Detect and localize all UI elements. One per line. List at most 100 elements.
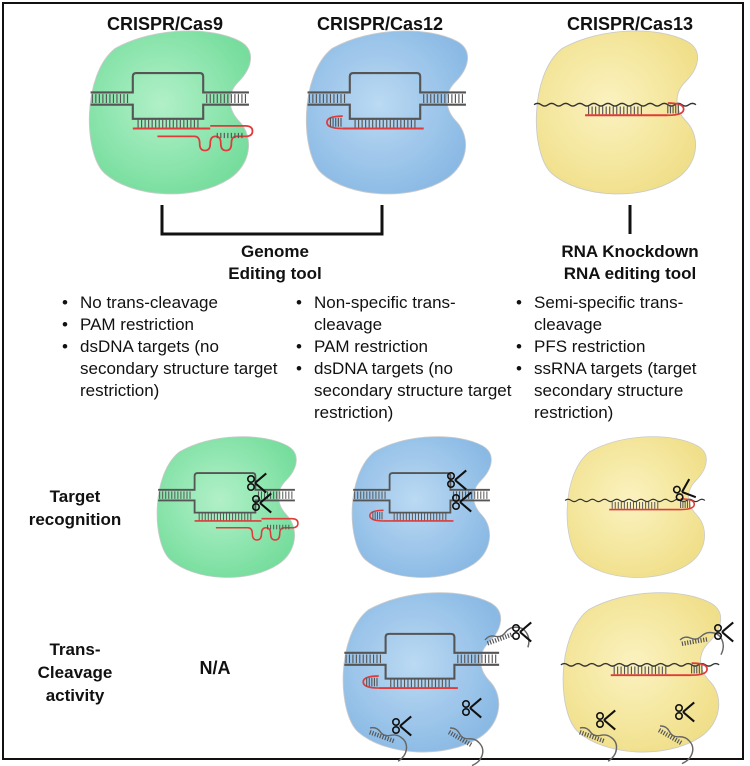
scissors-handle xyxy=(674,703,683,712)
row-label-line: Trans- xyxy=(49,640,101,659)
scissors-handle xyxy=(672,485,681,494)
genome-editing-label: Genome Editing tool xyxy=(200,241,350,285)
scissors-handle xyxy=(595,711,604,720)
dna-top-strand xyxy=(158,472,295,491)
rna-pairing-rungs xyxy=(588,106,642,115)
scissors-handle xyxy=(674,712,683,721)
dna-bottom-strand xyxy=(307,103,466,120)
crrna-hairpin-rungs xyxy=(680,500,691,509)
dna-rna-pairing xyxy=(393,513,447,521)
row-label-target-recognition: Target recognition xyxy=(15,485,135,531)
cleaved-rna xyxy=(679,631,725,656)
cleaved-strand-rungs xyxy=(447,730,473,747)
scissors-handle xyxy=(251,494,260,503)
row-label-line: Target xyxy=(49,487,101,506)
crrna-hairpin xyxy=(667,102,685,117)
scissors-handle xyxy=(461,708,470,717)
cleaved-rna xyxy=(657,725,694,765)
genome-label-line2: Editing tool xyxy=(228,264,322,283)
genome-label-line1: Genome xyxy=(240,242,310,261)
cas13-trans-complex xyxy=(560,592,722,753)
rna-label-line1: RNA Knockdown xyxy=(561,242,699,261)
scissors-handle xyxy=(251,503,260,512)
scissors-handle xyxy=(391,717,400,726)
cas12-property: Non-specific trans-cleavage xyxy=(290,292,484,336)
scissors-handle xyxy=(595,720,604,729)
cas13-property: Semi-specific trans-cleavage xyxy=(510,292,719,336)
hairpin-rungs xyxy=(216,132,243,139)
scissors-blades xyxy=(399,715,412,737)
scissors-blades xyxy=(603,709,616,731)
scissors-icon xyxy=(391,715,412,737)
scissors-handle xyxy=(511,632,520,641)
scissors-blades xyxy=(259,492,272,514)
column-title-cas12: CRISPR/Cas12 xyxy=(316,14,444,34)
column-title-cas13: CRISPR/Cas13 xyxy=(566,14,694,34)
scissors-handle xyxy=(446,480,455,489)
scissors-blades xyxy=(681,478,697,499)
row-label-trans-cleavage: Trans- Cleavage activity xyxy=(15,638,135,707)
dna-top-strand xyxy=(307,71,466,94)
tracr-rna xyxy=(215,517,299,541)
cas13-complex xyxy=(533,30,698,195)
dna-right-rungs xyxy=(457,654,497,664)
rna-label-line2: RNA editing tool xyxy=(563,264,697,283)
tracr-rna xyxy=(157,124,254,152)
cleaved-rna xyxy=(578,726,618,762)
cleaved-strand xyxy=(369,726,408,762)
scissors-handle xyxy=(713,623,722,632)
scissors-icon xyxy=(461,697,482,719)
crrna-hairpin xyxy=(369,509,384,522)
cas9-property: PAM restriction xyxy=(56,314,286,336)
scissors-blades xyxy=(519,621,532,643)
column-title-cas9: CRISPR/Cas9 xyxy=(106,14,224,34)
dna-left-rungs xyxy=(354,491,386,499)
crrna-hairpin-rungs xyxy=(691,664,703,674)
scissors-handle xyxy=(446,471,455,480)
cas13-properties: Semi-specific trans-cleavage PFS restric… xyxy=(510,292,735,424)
cas12-protein xyxy=(342,592,502,753)
cleaved-strand xyxy=(579,726,618,762)
row-label-line: activity xyxy=(45,686,105,705)
cas12-properties: Non-specific trans-cleavage PAM restrict… xyxy=(290,292,511,424)
cas12-property: dsDNA targets (no secondary structure ta… xyxy=(290,358,524,424)
scissors-icon xyxy=(251,492,272,514)
crrna-hairpin-rungs xyxy=(366,677,378,687)
crrna-hairpin-rungs xyxy=(667,104,679,114)
scissors-handle xyxy=(713,632,722,641)
cleaved-strand-rungs xyxy=(657,728,683,745)
scissors-blades xyxy=(682,701,695,723)
scissors-icon xyxy=(451,491,472,513)
row-label-line: recognition xyxy=(28,510,122,529)
scissors-blades xyxy=(254,472,267,494)
cleaved-rna xyxy=(484,626,530,648)
scissors-handle xyxy=(451,502,460,511)
cas12-property: PAM restriction xyxy=(290,336,510,358)
crrna-hairpin xyxy=(680,498,696,511)
crrna-hairpin xyxy=(362,675,379,689)
cas12-complex xyxy=(305,30,468,195)
scissors-handle xyxy=(461,699,470,708)
cleaved-strand xyxy=(679,631,725,656)
cleaved-strand xyxy=(449,727,484,766)
dna-left-rungs xyxy=(159,491,191,499)
row-label-line: Cleavage xyxy=(37,663,113,682)
rna-pairing-rungs xyxy=(613,666,667,675)
dna-rna-pairing xyxy=(198,513,252,521)
scissors-handle xyxy=(391,726,400,735)
genome-bracket xyxy=(160,205,384,236)
dna-top-strand xyxy=(90,71,249,94)
figure-frame xyxy=(2,2,744,760)
dna-left-rungs xyxy=(345,654,381,664)
ssrna-target xyxy=(560,662,720,667)
scissors-icon xyxy=(674,701,695,723)
scissors-icon xyxy=(246,472,267,494)
scissors-icon xyxy=(713,621,734,643)
scissors-handle xyxy=(246,474,255,483)
cas13-property: ssRNA targets (target secondary structur… xyxy=(510,358,734,424)
crrna-hairpin-rungs xyxy=(329,117,342,127)
cas9-target-complex xyxy=(156,436,299,578)
cleaved-rna xyxy=(368,726,408,762)
scissors-icon xyxy=(672,478,697,502)
scissors-icon xyxy=(446,469,467,491)
